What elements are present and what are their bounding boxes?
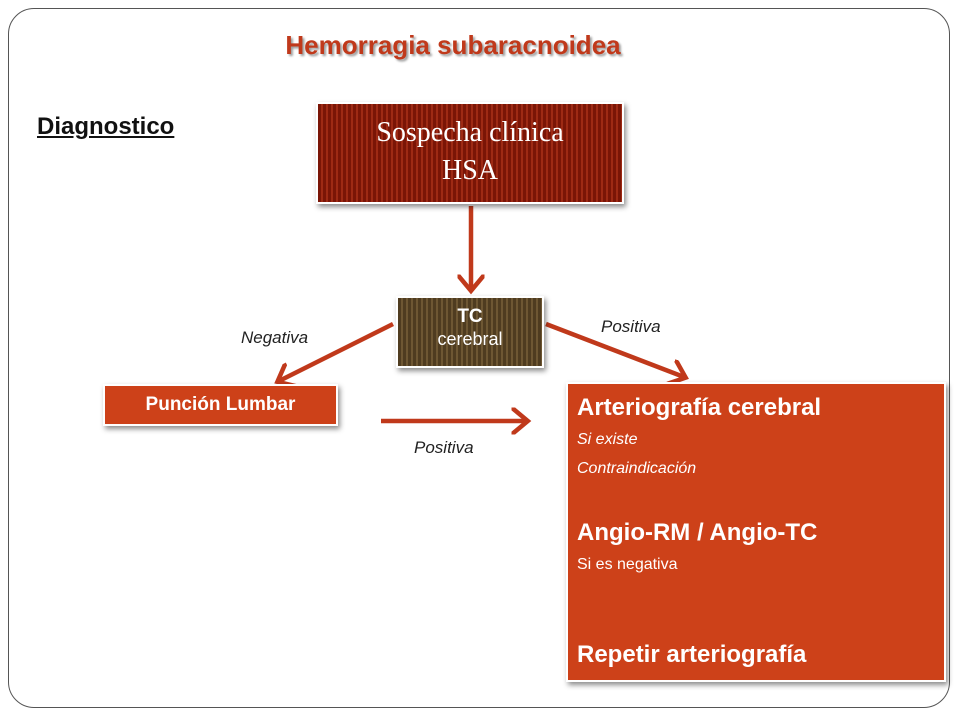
tc-line1: TC (457, 306, 483, 327)
arrow-tc-to-arteriografia (545, 321, 684, 377)
edge-label-negativa: Negativa (241, 328, 309, 347)
slide-title: Hemorragia subaracnoidea (285, 30, 621, 60)
repetir-heading: Repetir arteriografía (577, 641, 807, 668)
sospecha-line2: HSA (441, 155, 498, 186)
arrow-tc-to-puncion (279, 321, 395, 381)
node-tc-cerebral: TC cerebral (396, 296, 544, 368)
node-arteriografia: Arteriografía cerebral Si existe Contrai… (566, 382, 946, 682)
node-puncion-lumbar: Punción Lumbar (103, 384, 338, 426)
section-label: Diagnostico (37, 113, 175, 140)
arteriografia-note1a: Si existe (577, 431, 638, 448)
arteriografia-note1b: Contraindicación (577, 460, 697, 477)
edge-label-positiva-puncion: Positiva (414, 438, 474, 457)
tc-line2: cerebral (437, 329, 503, 349)
sospecha-line1: Sospecha clínica (376, 117, 564, 148)
edge-label-positiva-tc: Positiva (601, 317, 661, 336)
arteriografia-heading: Arteriografía cerebral (577, 394, 822, 421)
angio-note: Si es negativa (577, 556, 678, 573)
node-sospecha-clinica: Sospecha clínica HSA (316, 102, 624, 204)
angio-heading: Angio-RM / Angio-TC (577, 519, 818, 546)
